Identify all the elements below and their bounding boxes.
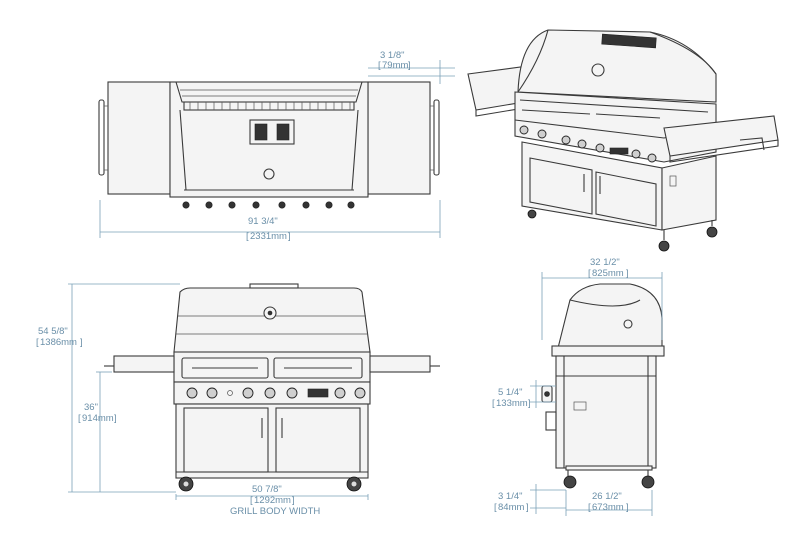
side-view: [530, 272, 665, 516]
front-cart: [175, 403, 369, 479]
right-side-shelf: [367, 81, 431, 195]
svg-text:]: ]: [526, 502, 529, 513]
svg-text:]: ]: [288, 231, 291, 242]
iso-lid-badge: [601, 33, 657, 49]
iso-thermometer-icon: [591, 63, 605, 77]
side-front-wheel: [563, 475, 577, 489]
front-lid-badge: [249, 283, 299, 289]
svg-text:]: ]: [292, 495, 295, 506]
top-depth-metric-open: [: [378, 60, 381, 71]
right-shelf-handle: [433, 99, 440, 176]
front-left-shelf: [113, 355, 175, 373]
svg-text:[: [: [36, 337, 39, 348]
isometric-view: [467, 29, 779, 252]
thermometer-icon: [263, 168, 275, 180]
front-lid: [173, 287, 371, 353]
overall-height-metric: 1386mm: [40, 337, 77, 348]
counter-height-metric: 914mm: [82, 413, 114, 424]
top-view: [98, 60, 455, 238]
side-lid: [557, 283, 663, 349]
svg-text:]: ]: [114, 413, 117, 424]
side-offset-metric: 133mm: [496, 398, 528, 409]
side-cart: [555, 355, 657, 469]
side-counter: [551, 345, 665, 357]
side-offset-imperial: 5 1/4": [498, 387, 523, 398]
base-depth-imperial: 26 1/2": [592, 491, 622, 502]
base-offset-imperial: 3 1/4": [498, 491, 523, 502]
top-depth-metric: 79mm: [382, 60, 408, 71]
svg-text:[: [: [246, 231, 249, 242]
front-control-knobs: [186, 387, 366, 399]
front-upper-body: [173, 351, 371, 383]
top-depth-imperial: 3 1/8": [380, 50, 405, 61]
counter-height-imperial: 36": [84, 402, 98, 413]
svg-text:]: ]: [626, 502, 629, 513]
svg-text:[: [: [250, 495, 253, 506]
svg-text:[: [: [588, 502, 591, 513]
iso-wheel: [658, 240, 670, 252]
iso-control-knobs: [519, 125, 657, 163]
front-right-shelf: [369, 355, 431, 373]
side-depth-imperial: 32 1/2": [590, 257, 620, 268]
svg-text:[: [: [494, 502, 497, 513]
iso-wheel: [527, 209, 537, 219]
svg-text:]: ]: [80, 337, 83, 348]
body-width-label: GRILL BODY WIDTH: [230, 506, 320, 517]
left-side-shelf: [107, 81, 171, 195]
side-logo-icon: [623, 319, 633, 329]
svg-text:]: ]: [408, 60, 411, 71]
iso-wheel: [706, 226, 718, 238]
left-shelf-handle: [98, 99, 105, 176]
base-depth-metric: 673mm: [592, 502, 624, 513]
overall-width-imperial: 91 3/4": [248, 216, 278, 227]
iso-cart-side: [661, 155, 717, 231]
svg-text:[: [: [78, 413, 81, 424]
svg-text:[: [: [588, 268, 591, 279]
warming-rack: [183, 101, 355, 111]
svg-text:]: ]: [528, 398, 531, 409]
svg-text:]: ]: [626, 268, 629, 279]
body-width-imperial: 50 7/8": [252, 484, 282, 495]
body-width-metric: 1292mm: [254, 495, 291, 506]
base-offset-metric: 84mm: [498, 502, 524, 513]
overall-height-imperial: 54 5/8": [38, 326, 68, 337]
overall-width-metric: 2331mm: [250, 231, 287, 242]
svg-text:[: [: [492, 398, 495, 409]
control-knobs-top: [182, 201, 355, 209]
front-view: [68, 283, 440, 500]
side-depth-metric: 825mm: [592, 268, 624, 279]
side-rear-wheel: [641, 475, 655, 489]
